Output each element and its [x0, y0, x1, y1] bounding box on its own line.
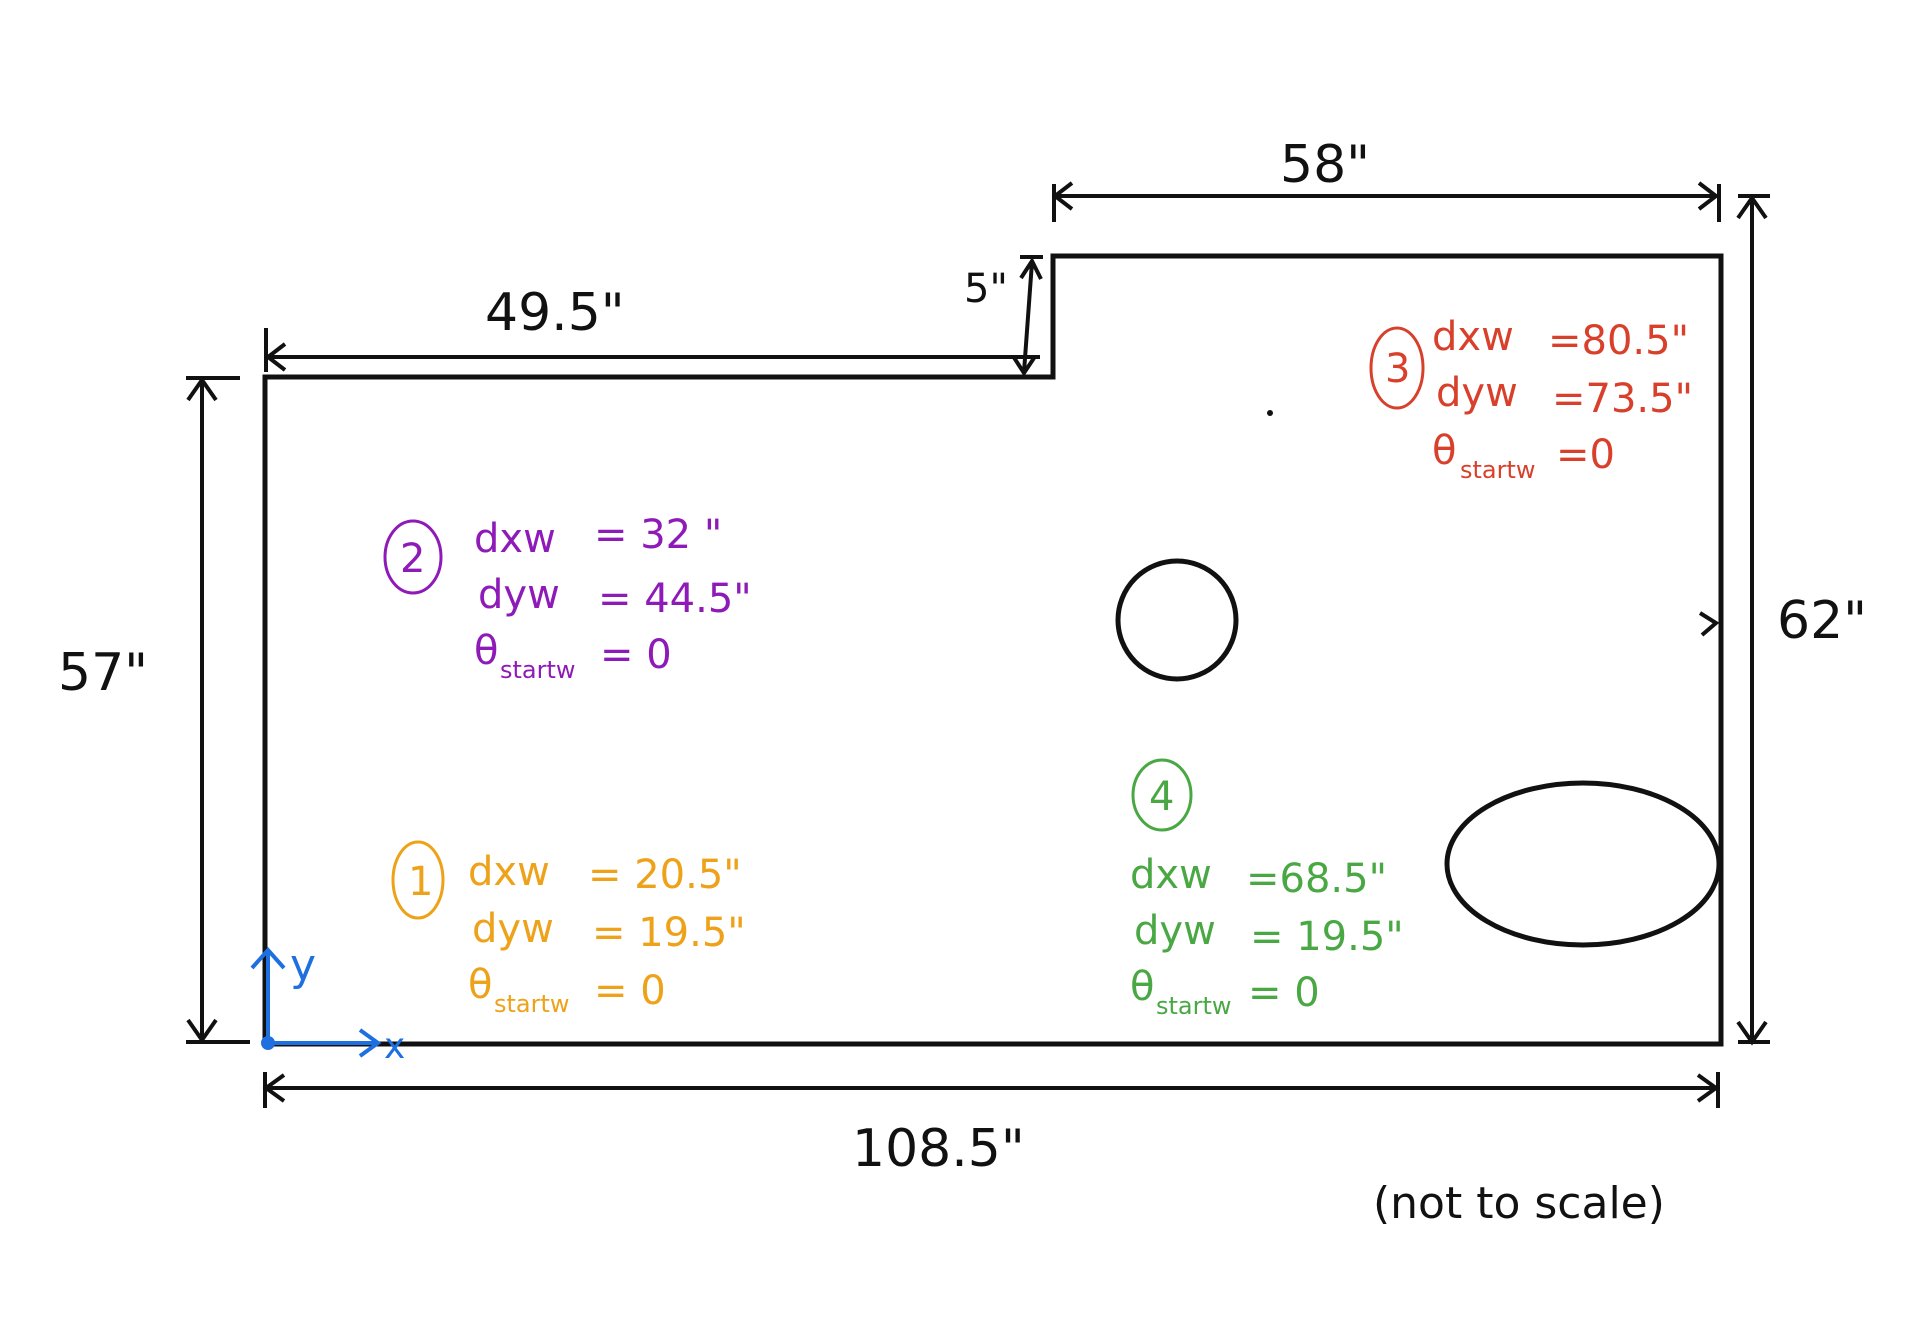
point-4-theta-value: = 0 [1248, 970, 1320, 1016]
point-3-dy-label: dyw [1436, 370, 1518, 416]
point-1-dy-label: dyw [472, 906, 554, 952]
point-2-theta-subscript: startw [500, 656, 576, 684]
point-4-dx-label: dxw [1130, 852, 1212, 898]
point-1-theta-subscript: startw [494, 990, 570, 1018]
point-1-dx-label: dxw [468, 849, 550, 895]
point-3-theta-value: =0 [1556, 432, 1615, 478]
top-right-dimension-label: 58" [1280, 135, 1370, 195]
point-1-number: 1 [408, 859, 433, 905]
point-1-theta-label: θ [468, 962, 492, 1008]
point-4-theta-subscript: startw [1156, 992, 1232, 1020]
stray-dot [1267, 410, 1273, 416]
dimension-bottom [262, 1072, 1720, 1108]
dimension-left [186, 376, 250, 1044]
right-dimension-label: 62" [1777, 591, 1867, 651]
point-2-theta-label: θ [474, 628, 498, 674]
dimension-top-right [1051, 181, 1721, 222]
point-4-dx-value: =68.5" [1246, 856, 1387, 902]
oval-obstacle [1444, 780, 1722, 948]
point-2-annotation: 2 dxw = 32 " dyw = 44.5" θ startw = 0 [383, 512, 752, 684]
point-3-theta-label: θ [1432, 428, 1456, 474]
point-3-annotation: 3 dxw =80.5" dyw =73.5" θ startw =0 [1369, 314, 1693, 484]
point-4-dy-label: dyw [1134, 908, 1216, 954]
point-1-annotation: 1 dxw = 20.5" dyw = 19.5" θ startw = 0 [391, 840, 746, 1018]
origin-point [261, 1036, 275, 1050]
dimension-top-left [264, 328, 1040, 372]
bottom-dimension-label: 108.5" [852, 1119, 1025, 1179]
point-2-dy-label: dyw [478, 572, 560, 618]
point-3-dx-value: =80.5" [1548, 318, 1689, 364]
point-4-number: 4 [1149, 774, 1174, 820]
point-1-dx-value: = 20.5" [588, 852, 742, 898]
y-axis-label: y [290, 940, 316, 991]
point-4-dy-value: = 19.5" [1250, 914, 1404, 960]
axes-origin [250, 946, 382, 1058]
point-1-theta-value: = 0 [594, 968, 666, 1014]
point-2-theta-value: = 0 [600, 632, 672, 678]
point-1-dy-value: = 19.5" [592, 910, 746, 956]
dimension-step [1011, 255, 1043, 377]
point-4-annotation: 4 dxw =68.5" dyw = 19.5" θ startw = 0 [1130, 758, 1404, 1020]
point-2-dx-label: dxw [474, 516, 556, 562]
point-3-theta-subscript: startw [1460, 456, 1536, 484]
point-3-dy-value: =73.5" [1552, 376, 1693, 422]
circular-obstacle [1115, 558, 1239, 682]
point-3-number: 3 [1385, 346, 1410, 392]
top-left-dimension-label: 49.5" [485, 283, 625, 343]
x-axis-label: x [384, 1026, 405, 1067]
point-2-dy-value: = 44.5" [598, 576, 752, 622]
dimension-right [1698, 194, 1770, 1046]
point-2-number: 2 [400, 536, 425, 582]
room-outline [262, 253, 1724, 1047]
left-dimension-label: 57" [58, 643, 148, 703]
point-4-theta-label: θ [1130, 964, 1154, 1010]
point-2-dx-value: = 32 " [594, 512, 722, 558]
not-to-scale-note: (not to scale) [1373, 1178, 1665, 1229]
point-3-dx-label: dxw [1432, 314, 1514, 360]
step-dimension-label: 5" [964, 266, 1008, 312]
